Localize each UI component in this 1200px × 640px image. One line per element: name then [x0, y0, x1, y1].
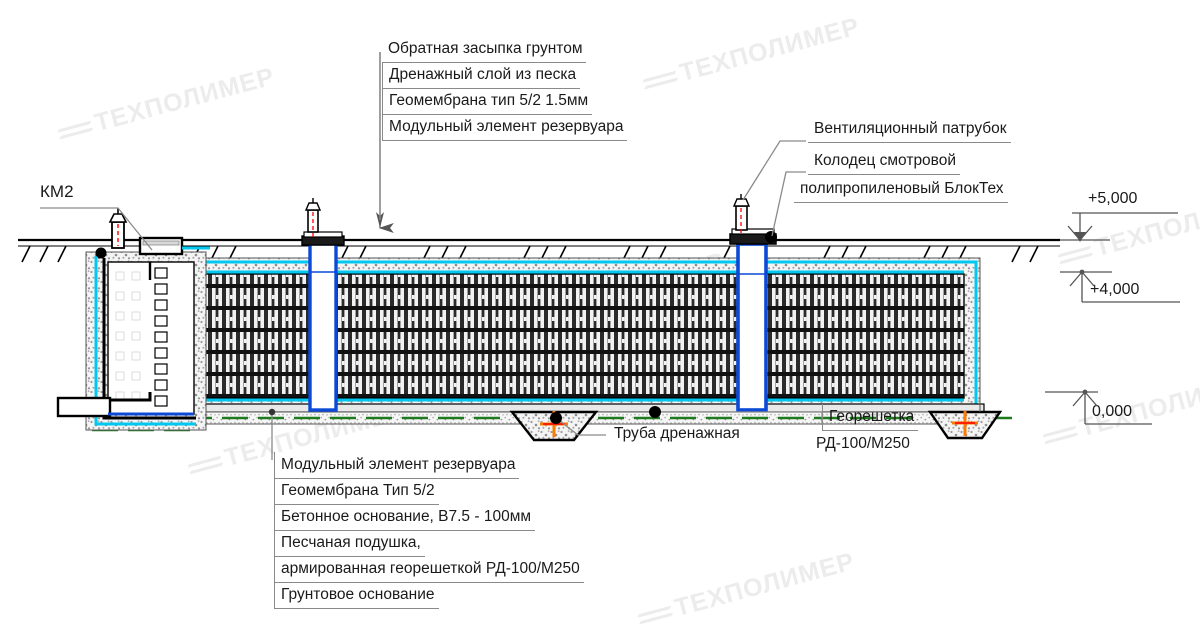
right-label-2: полипропиленовый БлокТех [794, 176, 1008, 203]
elevation-0000: 0,000 [1092, 403, 1133, 420]
top-label-3: Модульный элемент резервуара [382, 114, 628, 141]
inspection-shaft-left [301, 231, 345, 412]
vent-stack-right [732, 194, 751, 236]
leader-geogrid [655, 411, 823, 425]
callout-drain-pipe: Труба дренажная [614, 425, 740, 442]
top-label-2: Геомембрана тип 5/2 1.5мм [382, 88, 593, 115]
leader-well [771, 171, 806, 237]
elevation-marks [1045, 212, 1180, 425]
inspection-shaft-right [729, 228, 777, 412]
bottom-label-0: Модульный элемент резервуара [274, 452, 520, 479]
right-label-1: Колодец смотровой [808, 148, 961, 175]
elevation-5000: +5,000 [1088, 190, 1138, 207]
bottom-label-4: армированная георешеткой РД-100/М250 [274, 556, 584, 583]
inlet-pipe [56, 396, 112, 418]
bottom-label-5: Грунтовое основание [274, 582, 439, 609]
leader-km2 [40, 207, 153, 251]
vent-stack-left [108, 208, 128, 249]
bottom-label-1: Геомембрана Тип 5/2 [274, 478, 439, 505]
top-label-1: Дренажный слой из песка [382, 62, 581, 89]
leader-drain-pipe [555, 417, 606, 436]
right-label-0: Вентиляционный патрубок [808, 116, 1011, 143]
drainage-trench-right [927, 410, 1003, 440]
left-inlet-chamber [56, 236, 210, 431]
leader-vent [742, 140, 806, 201]
callout-geogrid-line2: РД-100/М250 [816, 435, 910, 452]
top-label-0: Обратная засыпка грунтом [382, 36, 587, 63]
elevation-4000: +4,000 [1090, 281, 1140, 298]
callout-km2: КМ2 [40, 182, 74, 201]
bottom-label-3: Песчаная подушка, [274, 530, 425, 557]
bottom-label-2: Бетонное основание, В7.5 - 100мм [274, 504, 536, 531]
vent-stack-middle [304, 198, 322, 238]
